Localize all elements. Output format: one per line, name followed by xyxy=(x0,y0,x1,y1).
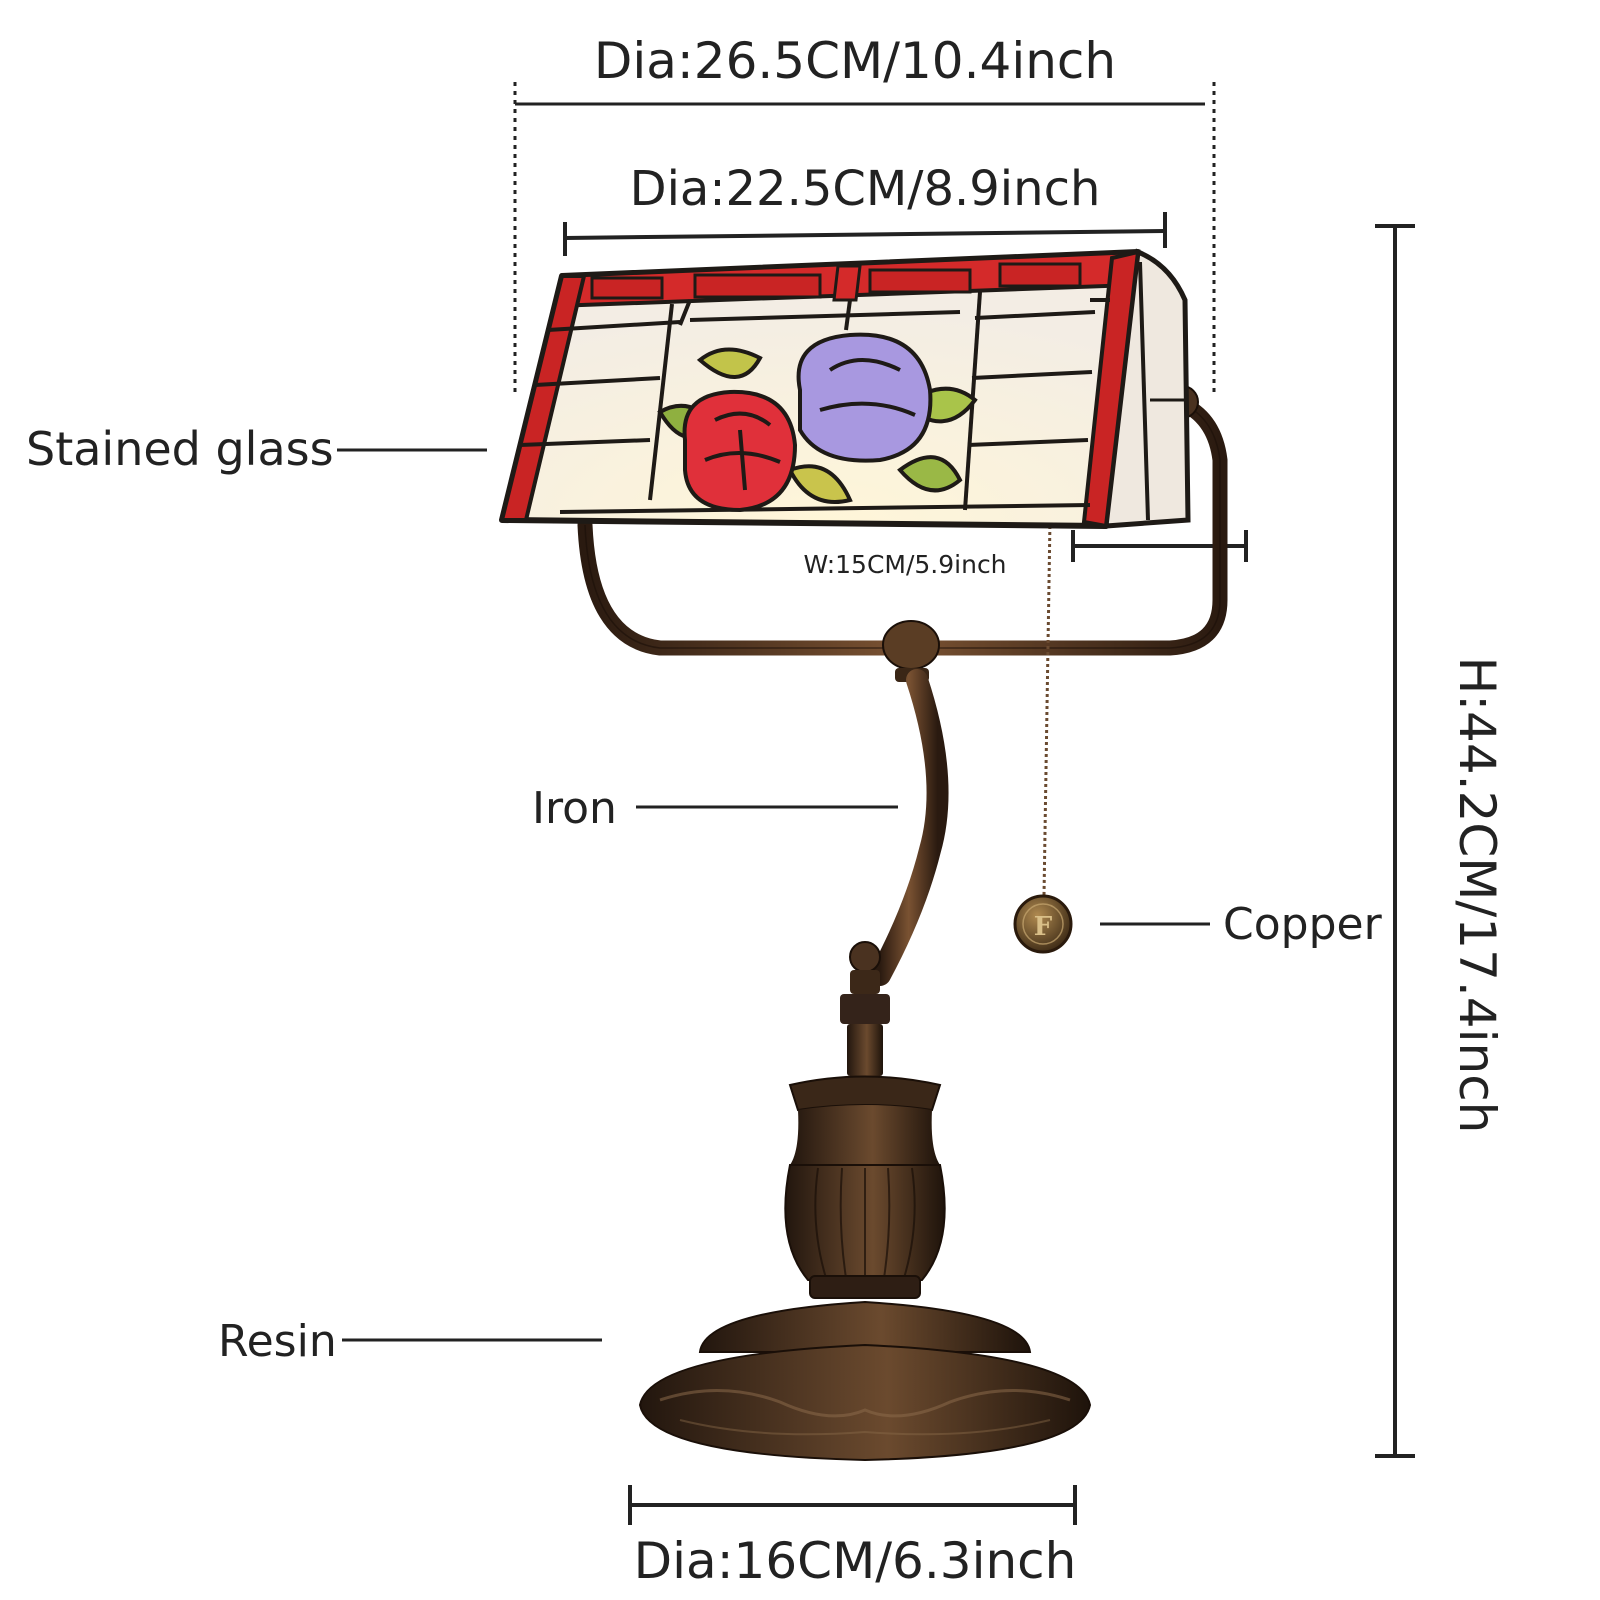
labels: Dia:26.5CM/10.4inch Dia:22.5CM/8.9inch W… xyxy=(26,32,1506,1590)
stained-glass-label: Stained glass xyxy=(26,422,334,476)
base-diameter-label: Dia:16CM/6.3inch xyxy=(634,1532,1077,1590)
outer-diameter-label: Dia:26.5CM/10.4inch xyxy=(594,32,1116,90)
inner-diameter-line xyxy=(564,229,1166,240)
arm-joint xyxy=(882,620,940,670)
stained-glass-shade xyxy=(499,248,1191,529)
shade-red-rose xyxy=(682,389,798,513)
stem-finial xyxy=(849,941,881,973)
iron-neck xyxy=(869,669,949,986)
resin-label: Resin xyxy=(218,1316,337,1367)
base-plinth xyxy=(638,1343,1092,1462)
stem-collar xyxy=(840,994,890,1024)
base-dome xyxy=(698,1300,1032,1353)
height-label: H:44.2CM/17.4inch xyxy=(1448,657,1506,1134)
base-urn-top xyxy=(788,1075,942,1112)
pull-chain xyxy=(1042,519,1052,896)
inner-diameter-label: Dia:22.5CM/8.9inch xyxy=(630,161,1101,217)
width-label: W:15CM/5.9inch xyxy=(803,550,1006,579)
shade-end xyxy=(1103,248,1191,529)
lamp: F xyxy=(499,248,1228,1462)
iron-label: Iron xyxy=(532,783,617,834)
pull-chain-emblem: F xyxy=(1034,912,1053,942)
shade-purple-rose xyxy=(796,332,933,463)
copper-label: Copper xyxy=(1223,899,1383,950)
